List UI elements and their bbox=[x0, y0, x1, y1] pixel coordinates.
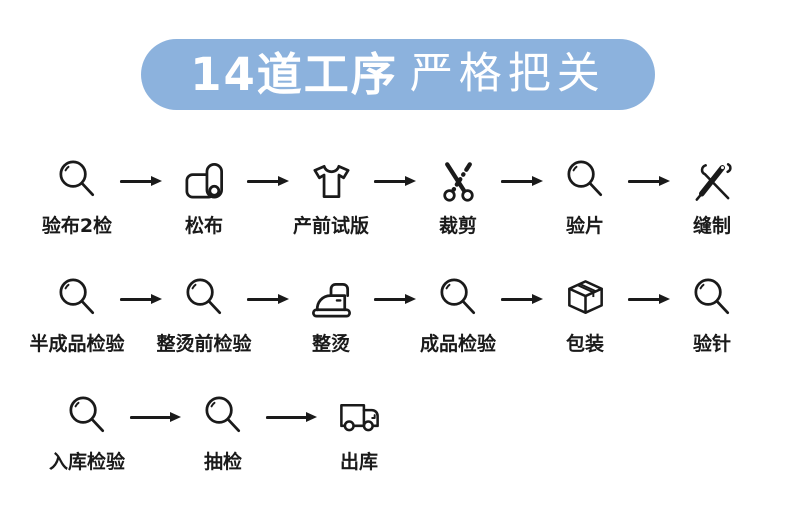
arrow-right-icon bbox=[265, 411, 317, 424]
step-packing: 包装 bbox=[543, 276, 627, 356]
step-label: 入库检验 bbox=[48, 451, 125, 473]
step-pre-production-sample: 产前试版 bbox=[289, 158, 373, 238]
step-ironing: 整烫 bbox=[289, 276, 373, 356]
arrow-right-icon bbox=[119, 293, 162, 306]
arrow-right-icon bbox=[119, 175, 162, 188]
step-semi-finished-inspection: 半成品检验 bbox=[30, 276, 125, 356]
magnifier-icon bbox=[562, 158, 609, 205]
fabric-roll-icon bbox=[181, 158, 228, 205]
magnifier-icon bbox=[181, 276, 228, 323]
step-random-inspection: 抽检 bbox=[181, 394, 265, 474]
step-warehouse-in-inspection: 入库检验 bbox=[45, 394, 129, 474]
arrow-right-icon bbox=[246, 175, 289, 188]
magnifier-icon bbox=[435, 276, 482, 323]
magnifier-icon bbox=[689, 276, 736, 323]
magnifier-icon bbox=[54, 276, 101, 323]
step-warehouse-out: 出库 bbox=[317, 394, 401, 474]
arrow-right-icon bbox=[246, 293, 289, 306]
step-fabric-relaxing: 松布 bbox=[162, 158, 246, 238]
title-banner: 14道工序 严格把关 bbox=[141, 39, 655, 110]
needle-thread-icon bbox=[689, 158, 736, 205]
magnifier-icon bbox=[54, 158, 101, 205]
banner-title-light: 严格把关 bbox=[409, 49, 606, 99]
scissors-icon bbox=[435, 158, 482, 205]
iron-icon bbox=[308, 276, 355, 323]
step-label: 整烫 bbox=[311, 333, 350, 355]
magnifier-icon bbox=[200, 394, 247, 441]
step-piece-inspection: 验片 bbox=[543, 158, 627, 238]
step-label: 包装 bbox=[565, 333, 604, 355]
magnifier-icon bbox=[64, 394, 111, 441]
arrow-right-icon bbox=[129, 411, 181, 424]
arrow-right-icon bbox=[373, 293, 416, 306]
step-label: 抽检 bbox=[203, 451, 242, 473]
step-label: 产前试版 bbox=[292, 215, 369, 237]
step-label: 验针 bbox=[692, 333, 731, 355]
step-pre-ironing-inspection: 整烫前检验 bbox=[157, 276, 252, 356]
step-cutting: 裁剪 bbox=[416, 158, 500, 238]
step-label: 出库 bbox=[339, 451, 378, 473]
flow-row-3: 入库检验 抽检 出库 bbox=[45, 394, 401, 474]
arrow-right-icon bbox=[627, 293, 670, 306]
step-label: 整烫前检验 bbox=[156, 333, 252, 355]
step-label: 成品检验 bbox=[419, 333, 496, 355]
step-label: 缝制 bbox=[692, 215, 731, 237]
truck-icon bbox=[336, 394, 383, 441]
arrow-right-icon bbox=[500, 175, 543, 188]
step-label: 松布 bbox=[184, 215, 223, 237]
flow-row-1: 验布2检 松布 产前试版 裁剪 验片 缝制 bbox=[35, 158, 754, 238]
arrow-right-icon bbox=[627, 175, 670, 188]
step-label: 裁剪 bbox=[438, 215, 477, 237]
arrow-right-icon bbox=[500, 293, 543, 306]
banner-title-bold: 14道工序 bbox=[190, 48, 398, 101]
step-finished-inspection: 成品检验 bbox=[416, 276, 500, 356]
tshirt-icon bbox=[308, 158, 355, 205]
step-label: 验片 bbox=[565, 215, 604, 237]
step-fabric-inspection: 验布2检 bbox=[35, 158, 119, 238]
step-sewing: 缝制 bbox=[670, 158, 754, 238]
flow-row-2: 半成品检验 整烫前检验 整烫 成品检验 包装 验针 bbox=[30, 276, 754, 356]
arrow-right-icon bbox=[373, 175, 416, 188]
box-icon bbox=[562, 276, 609, 323]
step-label: 半成品检验 bbox=[29, 333, 125, 355]
step-needle-inspection: 验针 bbox=[670, 276, 754, 356]
step-label: 验布2检 bbox=[41, 215, 113, 237]
